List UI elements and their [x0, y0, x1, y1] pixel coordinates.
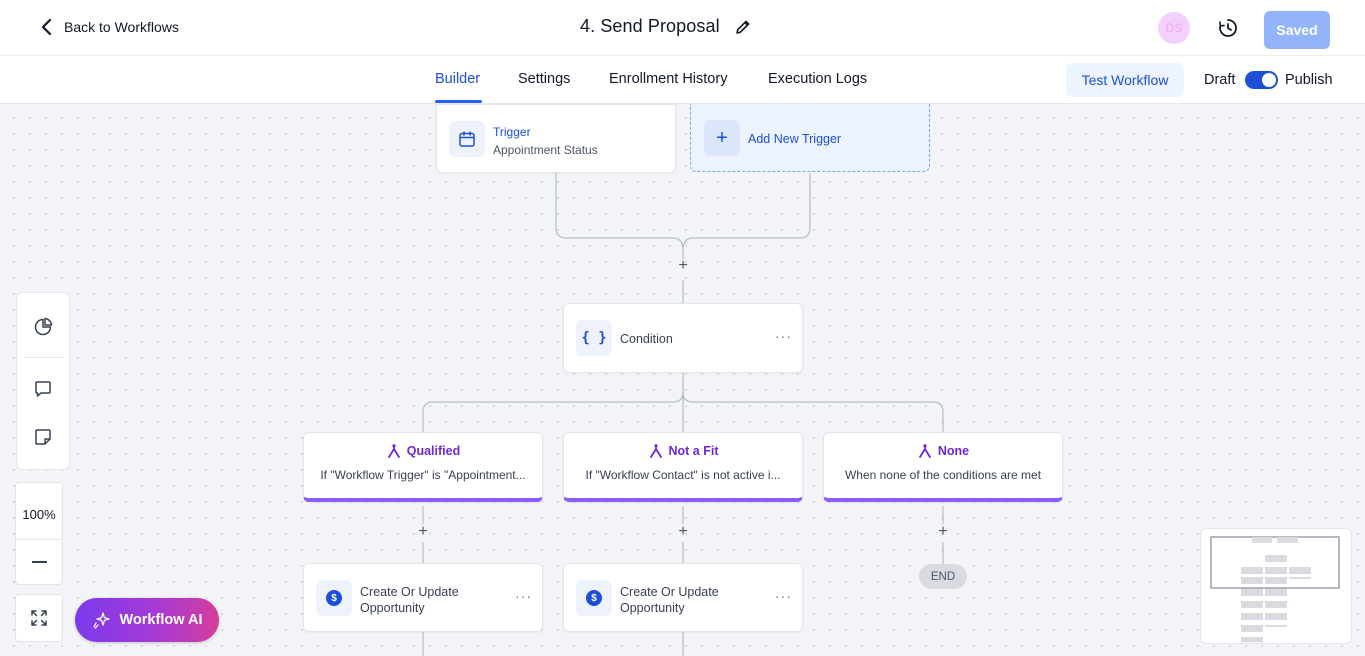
- tab-execution-logs[interactable]: Execution Logs: [768, 71, 868, 87]
- test-workflow-button[interactable]: Test Workflow: [1066, 63, 1184, 97]
- sticky-note-icon[interactable]: [33, 427, 53, 447]
- publish-toggle[interactable]: [1245, 71, 1278, 89]
- action-node-create-update-opportunity[interactable]: $ Create Or Update Opportunity ···: [563, 563, 803, 632]
- publish-label: Publish: [1285, 72, 1333, 88]
- more-options-icon[interactable]: ···: [775, 328, 792, 344]
- dollar-icon: $: [316, 580, 352, 616]
- minimap-preview: [1210, 536, 1340, 642]
- branch-split-icon: [649, 444, 662, 458]
- comment-icon[interactable]: [33, 379, 53, 399]
- branch-description: If "Workflow Trigger" is "Appointment...: [320, 468, 526, 482]
- add-step-plus-icon[interactable]: +: [938, 523, 948, 540]
- braces-icon: { }: [576, 320, 612, 356]
- branch-name: Not a Fit: [668, 444, 719, 458]
- back-to-workflows-link[interactable]: Back to Workflows: [38, 17, 179, 37]
- add-trigger-label: Add New Trigger: [748, 132, 842, 146]
- tab-bar: Builder Settings Enrollment History Exec…: [0, 56, 1365, 104]
- divider: [25, 357, 63, 358]
- add-step-plus-icon[interactable]: +: [418, 523, 428, 540]
- add-step-plus-icon[interactable]: +: [678, 257, 688, 274]
- minimap[interactable]: [1200, 528, 1352, 644]
- condition-node[interactable]: { } Condition ···: [563, 303, 803, 373]
- chevron-left-icon: [41, 18, 52, 36]
- action-label: Create Or Update Opportunity: [360, 585, 459, 615]
- zoom-control: 100%: [15, 482, 63, 585]
- workflow-ai-label: Workflow AI: [119, 612, 203, 628]
- branch-description: When none of the conditions are met: [844, 468, 1042, 482]
- divider: [16, 539, 62, 540]
- toggle-knob: [1262, 73, 1276, 87]
- canvas-tools-panel: [16, 292, 70, 470]
- zoom-out-icon[interactable]: [32, 561, 47, 563]
- trigger-title: Trigger: [493, 125, 531, 139]
- history-icon[interactable]: [1217, 17, 1239, 39]
- top-bar: Back to Workflows 4. Send Proposal DS Sa…: [0, 0, 1365, 56]
- workflow-title-group: 4. Send Proposal: [580, 16, 752, 37]
- action-node-create-update-opportunity[interactable]: $ Create Or Update Opportunity ···: [303, 563, 543, 632]
- back-label: Back to Workflows: [64, 19, 179, 35]
- workflow-title: 4. Send Proposal: [580, 16, 720, 36]
- fit-view-button[interactable]: [15, 594, 63, 642]
- branch-name: Qualified: [406, 444, 461, 458]
- tab-enrollment-history[interactable]: Enrollment History: [609, 71, 728, 87]
- branch-description: If "Workflow Contact" is not active i...: [585, 468, 781, 482]
- sparkle-icon: [92, 612, 110, 629]
- connector-lines: [422, 173, 944, 656]
- branch-not-a-fit[interactable]: Not a Fit If "Workflow Contact" is not a…: [563, 432, 803, 502]
- branch-name: None: [937, 444, 970, 458]
- trigger-subtitle: Appointment Status: [493, 143, 598, 157]
- draft-label: Draft: [1204, 72, 1236, 88]
- avatar[interactable]: DS: [1158, 12, 1190, 44]
- pie-chart-icon[interactable]: [33, 317, 53, 337]
- add-new-trigger-button[interactable]: + Add New Trigger: [690, 104, 930, 172]
- tab-builder[interactable]: Builder: [435, 71, 481, 87]
- trigger-node[interactable]: Trigger Appointment Status: [436, 104, 676, 173]
- branch-none[interactable]: None When none of the conditions are met: [823, 432, 1063, 502]
- active-tab-indicator: [435, 100, 482, 103]
- more-options-icon[interactable]: ···: [775, 588, 792, 604]
- more-options-icon[interactable]: ···: [515, 588, 532, 604]
- condition-label: Condition: [620, 332, 673, 346]
- saved-button[interactable]: Saved: [1264, 11, 1330, 49]
- end-marker: END: [919, 564, 967, 589]
- expand-icon: [31, 610, 47, 626]
- action-label: Create Or Update Opportunity: [620, 585, 719, 615]
- branch-split-icon: [918, 444, 931, 458]
- plus-icon: +: [704, 120, 740, 156]
- dollar-icon: $: [576, 580, 612, 616]
- add-step-plus-icon[interactable]: +: [678, 523, 688, 540]
- tab-settings[interactable]: Settings: [518, 71, 571, 87]
- workflow-ai-button[interactable]: Workflow AI: [75, 598, 219, 642]
- pencil-icon[interactable]: [734, 18, 752, 36]
- calendar-icon: [449, 121, 485, 157]
- branch-split-icon: [387, 444, 400, 458]
- workflow-canvas[interactable]: + + + + Trigger Appointment Status + Add…: [0, 104, 1365, 656]
- branch-qualified[interactable]: Qualified If "Workflow Trigger" is "Appo…: [303, 432, 543, 502]
- zoom-level: 100%: [22, 507, 56, 522]
